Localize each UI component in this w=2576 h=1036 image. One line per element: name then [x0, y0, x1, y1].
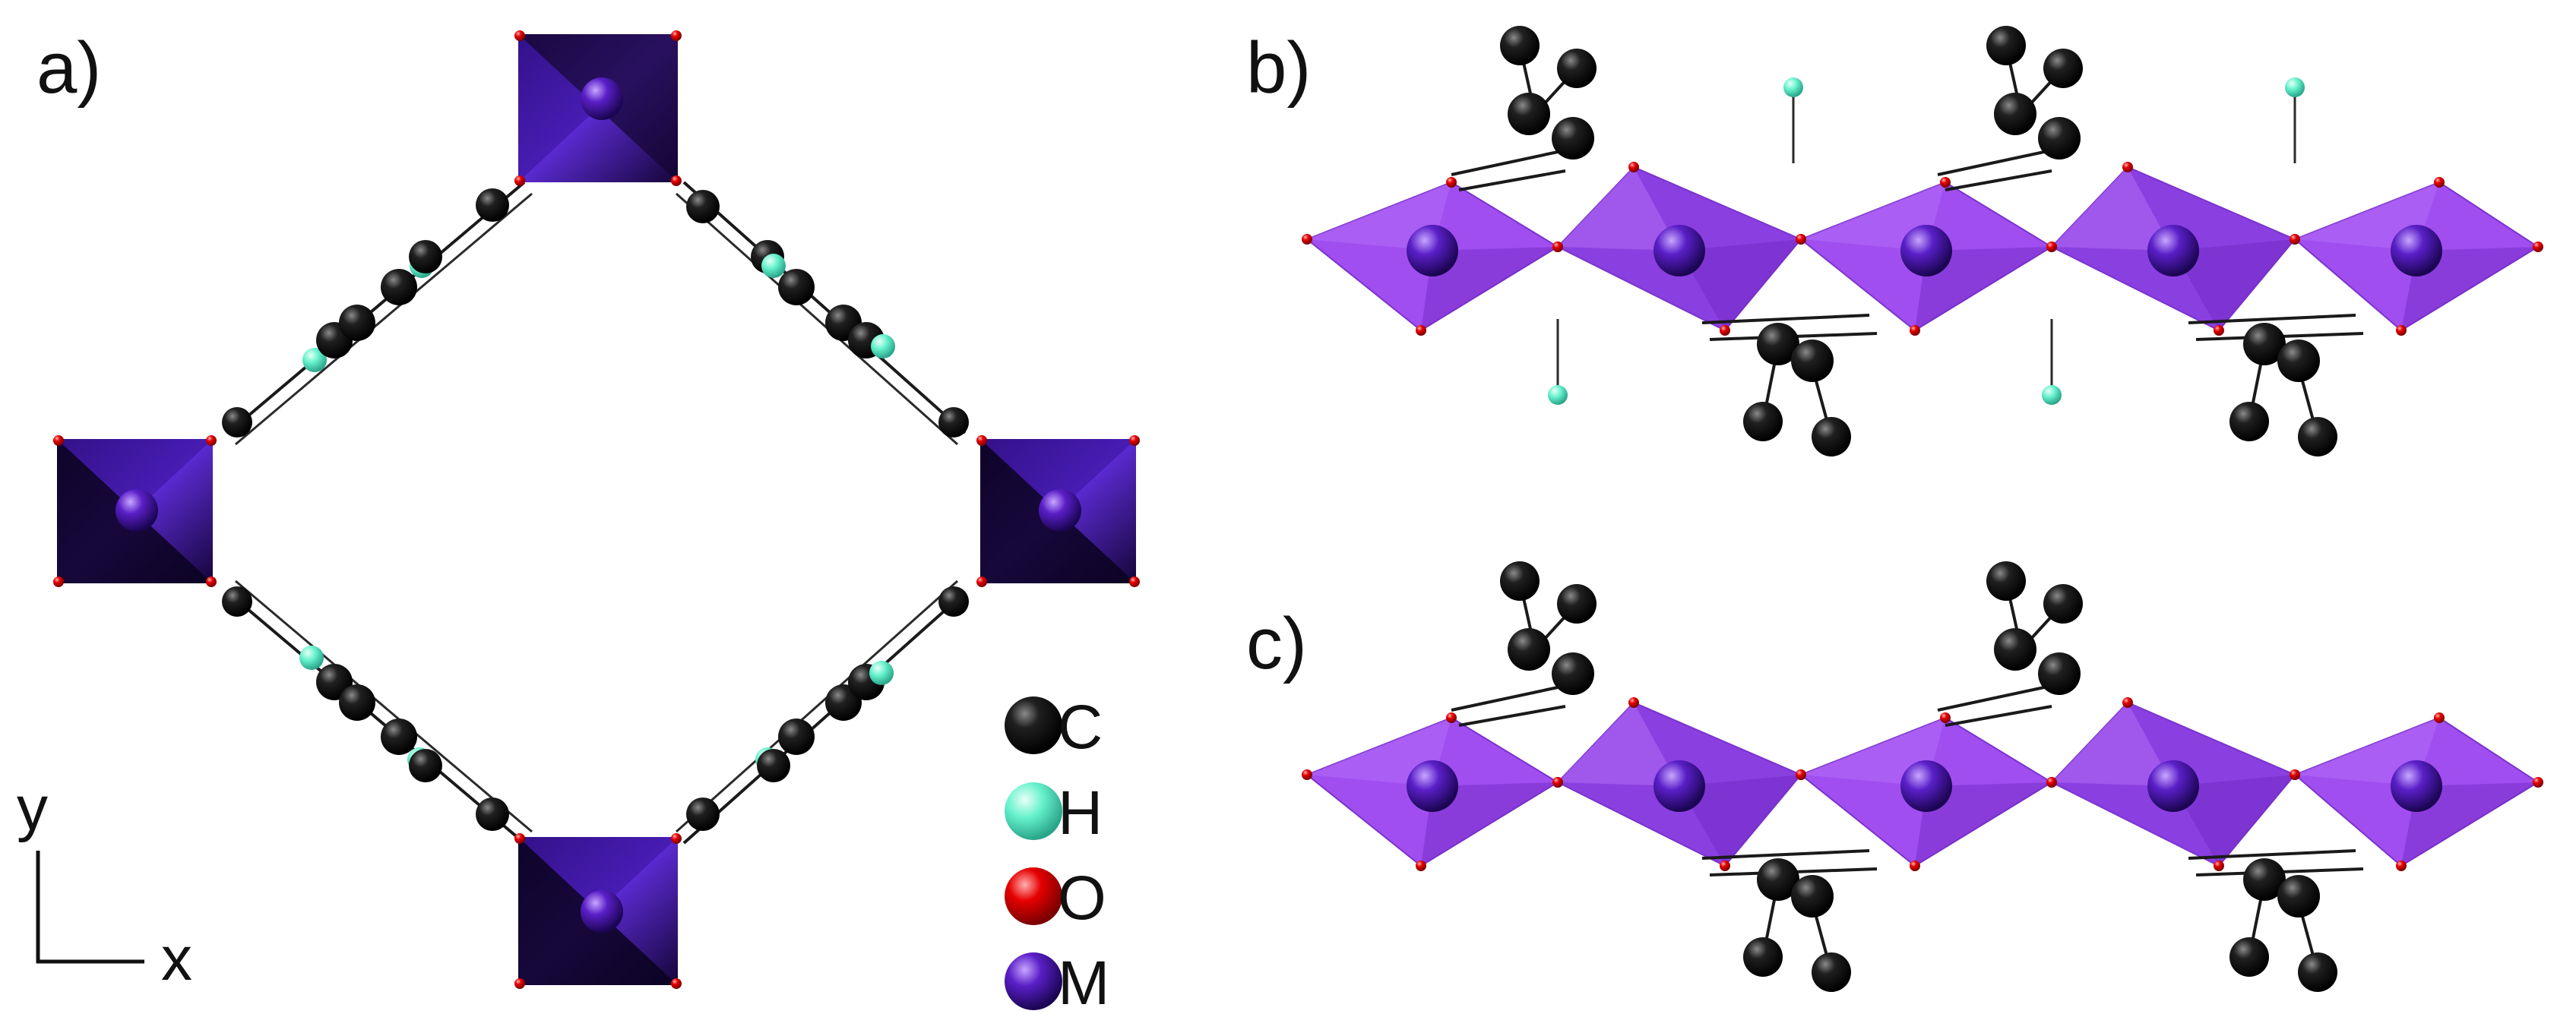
- octahedron: [1796, 712, 2057, 871]
- legend-label-hydrogen: H: [1058, 779, 1103, 848]
- metal-atom: [2391, 760, 2442, 812]
- octahedron: [1302, 712, 1563, 871]
- octahedron-bottom: [514, 833, 682, 989]
- linker-top-left: [222, 181, 533, 446]
- carboxylate-above: [1451, 561, 1597, 727]
- linker-bottom-left: [222, 580, 533, 845]
- element-legend: C H O M: [1005, 693, 1109, 1018]
- carboxylate-above: [1937, 26, 2083, 191]
- legend-item-carbon: C: [1005, 693, 1103, 762]
- linker-bottom-right: [676, 580, 969, 845]
- metal-atom: [2147, 760, 2199, 812]
- octahedron: [2290, 177, 2543, 336]
- legend-label-metal: M: [1058, 949, 1109, 1018]
- octahedron: [1796, 177, 2057, 336]
- panel-label-a: a): [36, 27, 101, 109]
- panel-label-c: c): [1246, 603, 1307, 684]
- octahedron-top: [514, 30, 682, 186]
- carboxylate-below: [1701, 314, 1878, 456]
- octahedron: [1302, 177, 1563, 336]
- hydrogen-atom: [2285, 77, 2305, 97]
- octahedral-chain-b: [1302, 26, 2543, 456]
- metal-atom: [1407, 225, 1458, 276]
- octahedron: [2046, 162, 2300, 336]
- axis-label-y: y: [17, 774, 48, 843]
- octahedron: [2046, 697, 2300, 871]
- metal-atom: [1654, 760, 1705, 812]
- legend-label-oxygen: O: [1058, 864, 1106, 933]
- metal-atom: [1900, 225, 1952, 276]
- legend-label-carbon: C: [1058, 693, 1103, 762]
- octahedron: [1552, 697, 1806, 871]
- panel-c: c): [1246, 561, 2543, 992]
- octahedron: [2290, 712, 2543, 871]
- octahedron-right: [976, 435, 1140, 587]
- carboxylate-below: [2188, 849, 2364, 992]
- carboxylate-above: [1451, 26, 1597, 191]
- legend-item-hydrogen: H: [1005, 779, 1103, 848]
- hydrogen-atom: [2042, 385, 2062, 405]
- carboxylate-below: [1701, 849, 1878, 992]
- octahedral-chain-c: [1302, 561, 2543, 992]
- legend-item-metal: M: [1005, 949, 1109, 1018]
- octahedron-left: [53, 435, 217, 587]
- carboxylate-above: [1937, 561, 2083, 727]
- metal-atom: [1654, 225, 1705, 276]
- metal-atom: [2391, 225, 2442, 276]
- panel-a: a): [17, 27, 1140, 1018]
- metal-atom: [2147, 225, 2199, 276]
- axis-indicator: y x: [17, 774, 192, 993]
- hydrogen-atom: [1548, 385, 1568, 405]
- octahedron: [1552, 162, 1806, 336]
- axis-label-x: x: [161, 924, 192, 993]
- panel-label-b: b): [1246, 27, 1311, 109]
- metal-atom: [1900, 760, 1952, 812]
- linker-top-right: [676, 181, 969, 446]
- panel-b: b): [1246, 26, 2543, 456]
- legend-item-oxygen: O: [1005, 864, 1106, 933]
- hydrogen-atom: [1783, 77, 1803, 97]
- metal-atom: [1407, 760, 1458, 812]
- carboxylate-below: [2188, 314, 2364, 456]
